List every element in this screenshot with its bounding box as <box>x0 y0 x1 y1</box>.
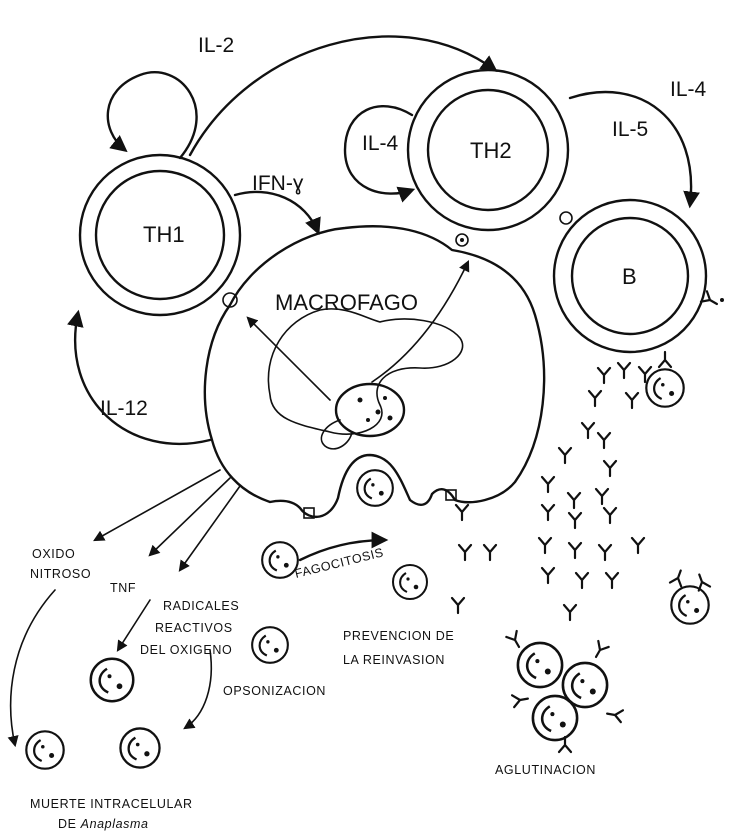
radicales-label-line1: RADICALES <box>163 599 239 613</box>
fagocitosis-label: FAGOCITOSIS <box>293 545 385 581</box>
il12-label: IL-12 <box>100 397 148 420</box>
prevencion-label-line1: PREVENCION DE <box>343 629 454 643</box>
oxido-label-line2: NITROSO <box>30 567 91 581</box>
opsonizacion-label: OPSONIZACION <box>223 684 326 698</box>
aglutinacion-label: AGLUTINACION <box>495 763 596 777</box>
tnf-label: TNF <box>110 581 136 595</box>
th2-cell: TH2 <box>408 70 568 230</box>
b-cell: B <box>554 200 724 352</box>
ifn-gamma-label: IFN-ɣ <box>252 172 304 195</box>
muerte-label-line2: DE Anaplasma <box>58 817 149 831</box>
prevencion-label-line2: LA REINVASION <box>343 653 445 667</box>
phagosome <box>321 384 404 449</box>
th2-label: TH2 <box>470 138 512 163</box>
il4-th2-label: IL-4 <box>362 132 399 155</box>
radicales-label-line2: REACTIVOS <box>155 621 233 635</box>
macrophage-cell: MACROFAGO <box>205 226 544 517</box>
agglutination-cluster <box>506 631 623 752</box>
antibodies <box>452 363 651 620</box>
effect-labels: OXIDO NITROSO TNF RADICALES REACTIVOS DE… <box>30 545 596 831</box>
th1-cell: TH1 <box>80 155 240 315</box>
b-label: B <box>622 264 637 289</box>
muerte-label-prefix: DE <box>58 817 81 831</box>
il4-b-label: IL-4 <box>670 78 707 101</box>
muerte-label-italic: Anaplasma <box>80 817 149 831</box>
muerte-label-line1: MUERTE INTRACELULAR <box>30 797 193 811</box>
macrophage-label: MACROFAGO <box>275 290 418 315</box>
il2-label: IL-2 <box>198 34 234 57</box>
radicales-label-line3: DEL OXIGENO <box>140 643 232 657</box>
il5-label: IL-5 <box>612 118 648 141</box>
oxido-label-line1: OXIDO <box>32 547 75 561</box>
th1-label: TH1 <box>143 222 185 247</box>
